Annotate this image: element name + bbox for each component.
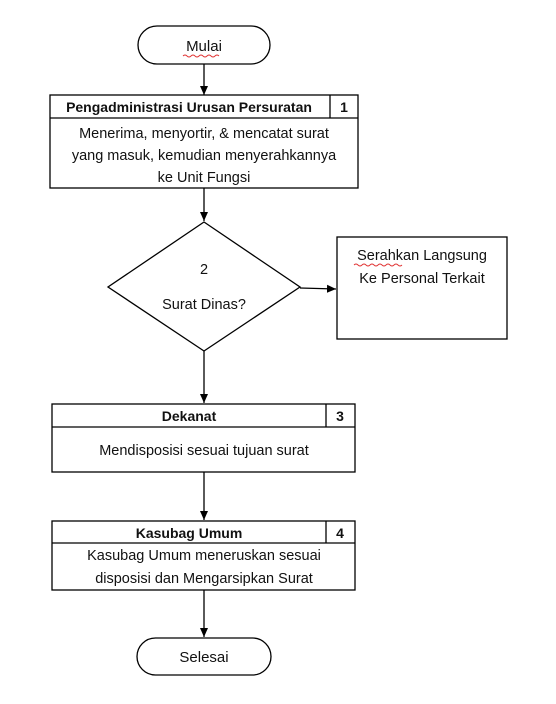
start-terminator: Mulai	[137, 25, 271, 65]
step1-body-line-3: ke Unit Fungsi	[158, 170, 251, 186]
step4-box: Kasubag Umum 4 Kasubag Umum meneruskan s…	[51, 520, 356, 591]
step4-body-line-2: disposisi dan Mengarsipkan Surat	[95, 571, 313, 587]
side-box-line-1: Serahkan Langsung	[357, 248, 487, 264]
decision-number: 2	[200, 262, 208, 278]
step1-title: Pengadministrasi Urusan Persuratan	[66, 99, 312, 115]
step1-body-line-2: yang masuk, kemudian menyerahkannya	[72, 148, 337, 164]
step3-box: Dekanat 3 Mendisposisi sesuai tujuan sur…	[51, 403, 356, 473]
step1-box: Pengadministrasi Urusan Persuratan 1 Men…	[49, 94, 359, 189]
step3-number: 3	[336, 408, 344, 424]
step4-number: 4	[336, 525, 344, 541]
spellcheck-underline	[353, 263, 403, 267]
start-label: Mulai	[186, 38, 222, 55]
step1-body-line-1: Menerima, menyortir, & mencatat surat	[79, 126, 329, 142]
end-terminator: Selesai	[136, 637, 272, 676]
step4-body-line-1: Kasubag Umum meneruskan sesuai	[87, 548, 321, 564]
step3-title: Dekanat	[162, 408, 217, 424]
side-box-line-2: Ke Personal Terkait	[359, 271, 484, 287]
step1-number: 1	[340, 99, 348, 115]
end-label: Selesai	[179, 649, 228, 666]
side-box: Serahkan Langsung Ke Personal Terkait	[336, 236, 508, 340]
step4-title: Kasubag Umum	[136, 525, 243, 541]
decision-question: Surat Dinas?	[162, 297, 246, 313]
step3-body: Mendisposisi sesuai tujuan surat	[99, 443, 309, 459]
arrow-decision-to-side-box	[299, 284, 337, 293]
decision-diamond: 2 Surat Dinas?	[106, 221, 302, 352]
spellcheck-underline	[182, 54, 220, 58]
